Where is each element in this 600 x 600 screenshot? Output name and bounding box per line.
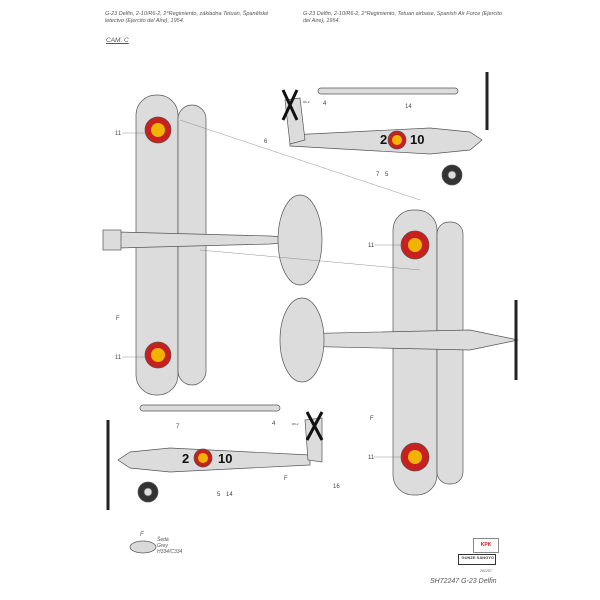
product-title: SH72247 G-23 Delfin — [430, 578, 497, 585]
code-right: 10 — [218, 451, 232, 466]
plan-view-top — [102, 94, 323, 396]
fin-code: R6-2 — [303, 100, 310, 104]
fin-code: R6-2 — [292, 422, 299, 426]
callout: 11 — [115, 355, 122, 361]
plan-view-bottom — [279, 209, 519, 496]
gunze-sangyo-logo: GUNZE SANGYO — [458, 554, 496, 565]
legend-code: F — [140, 532, 144, 538]
callout: 7 — [176, 424, 180, 430]
callout: 14 — [405, 104, 412, 110]
callout: F — [370, 416, 374, 422]
side-view-right — [281, 72, 489, 186]
callout: 6 — [264, 139, 268, 145]
code-left: 2 — [182, 451, 189, 466]
legend-name-en: Grey — [157, 543, 168, 549]
legend-text: Šedá Grey H334/C334 — [157, 537, 182, 555]
callout: 11 — [115, 131, 122, 137]
caption-english: G-23 Delfin, 2-10/R6-2, 2°Regimiento, Te… — [303, 11, 502, 24]
code-right: 10 — [410, 132, 424, 147]
callout: 14 — [226, 492, 233, 498]
callout: 5 — [217, 492, 221, 498]
callout: 4 — [272, 421, 276, 427]
callout: 7 — [376, 172, 380, 178]
kpk-logo: KPK — [473, 538, 499, 553]
legend-name-cz: Šedá — [157, 537, 169, 543]
callout: 16 — [333, 484, 340, 490]
code-left: 2 — [380, 132, 387, 147]
camouflage-label: CAM. C — [106, 37, 129, 44]
callout: 11 — [368, 455, 375, 461]
callout: 4 — [323, 101, 327, 107]
legend-paint: H334/C334 — [157, 549, 183, 555]
callout: F — [116, 316, 120, 322]
side-view-left — [106, 404, 324, 510]
small-code: 201207 — [480, 569, 492, 573]
callout: 11 — [368, 243, 375, 249]
callout: 5 — [385, 172, 389, 178]
grey-swatch — [129, 540, 157, 554]
callout: F — [284, 476, 288, 482]
caption-czech: G-23 Delfin, 2-10/R6-2, 2°Regimiento, zá… — [105, 11, 269, 24]
